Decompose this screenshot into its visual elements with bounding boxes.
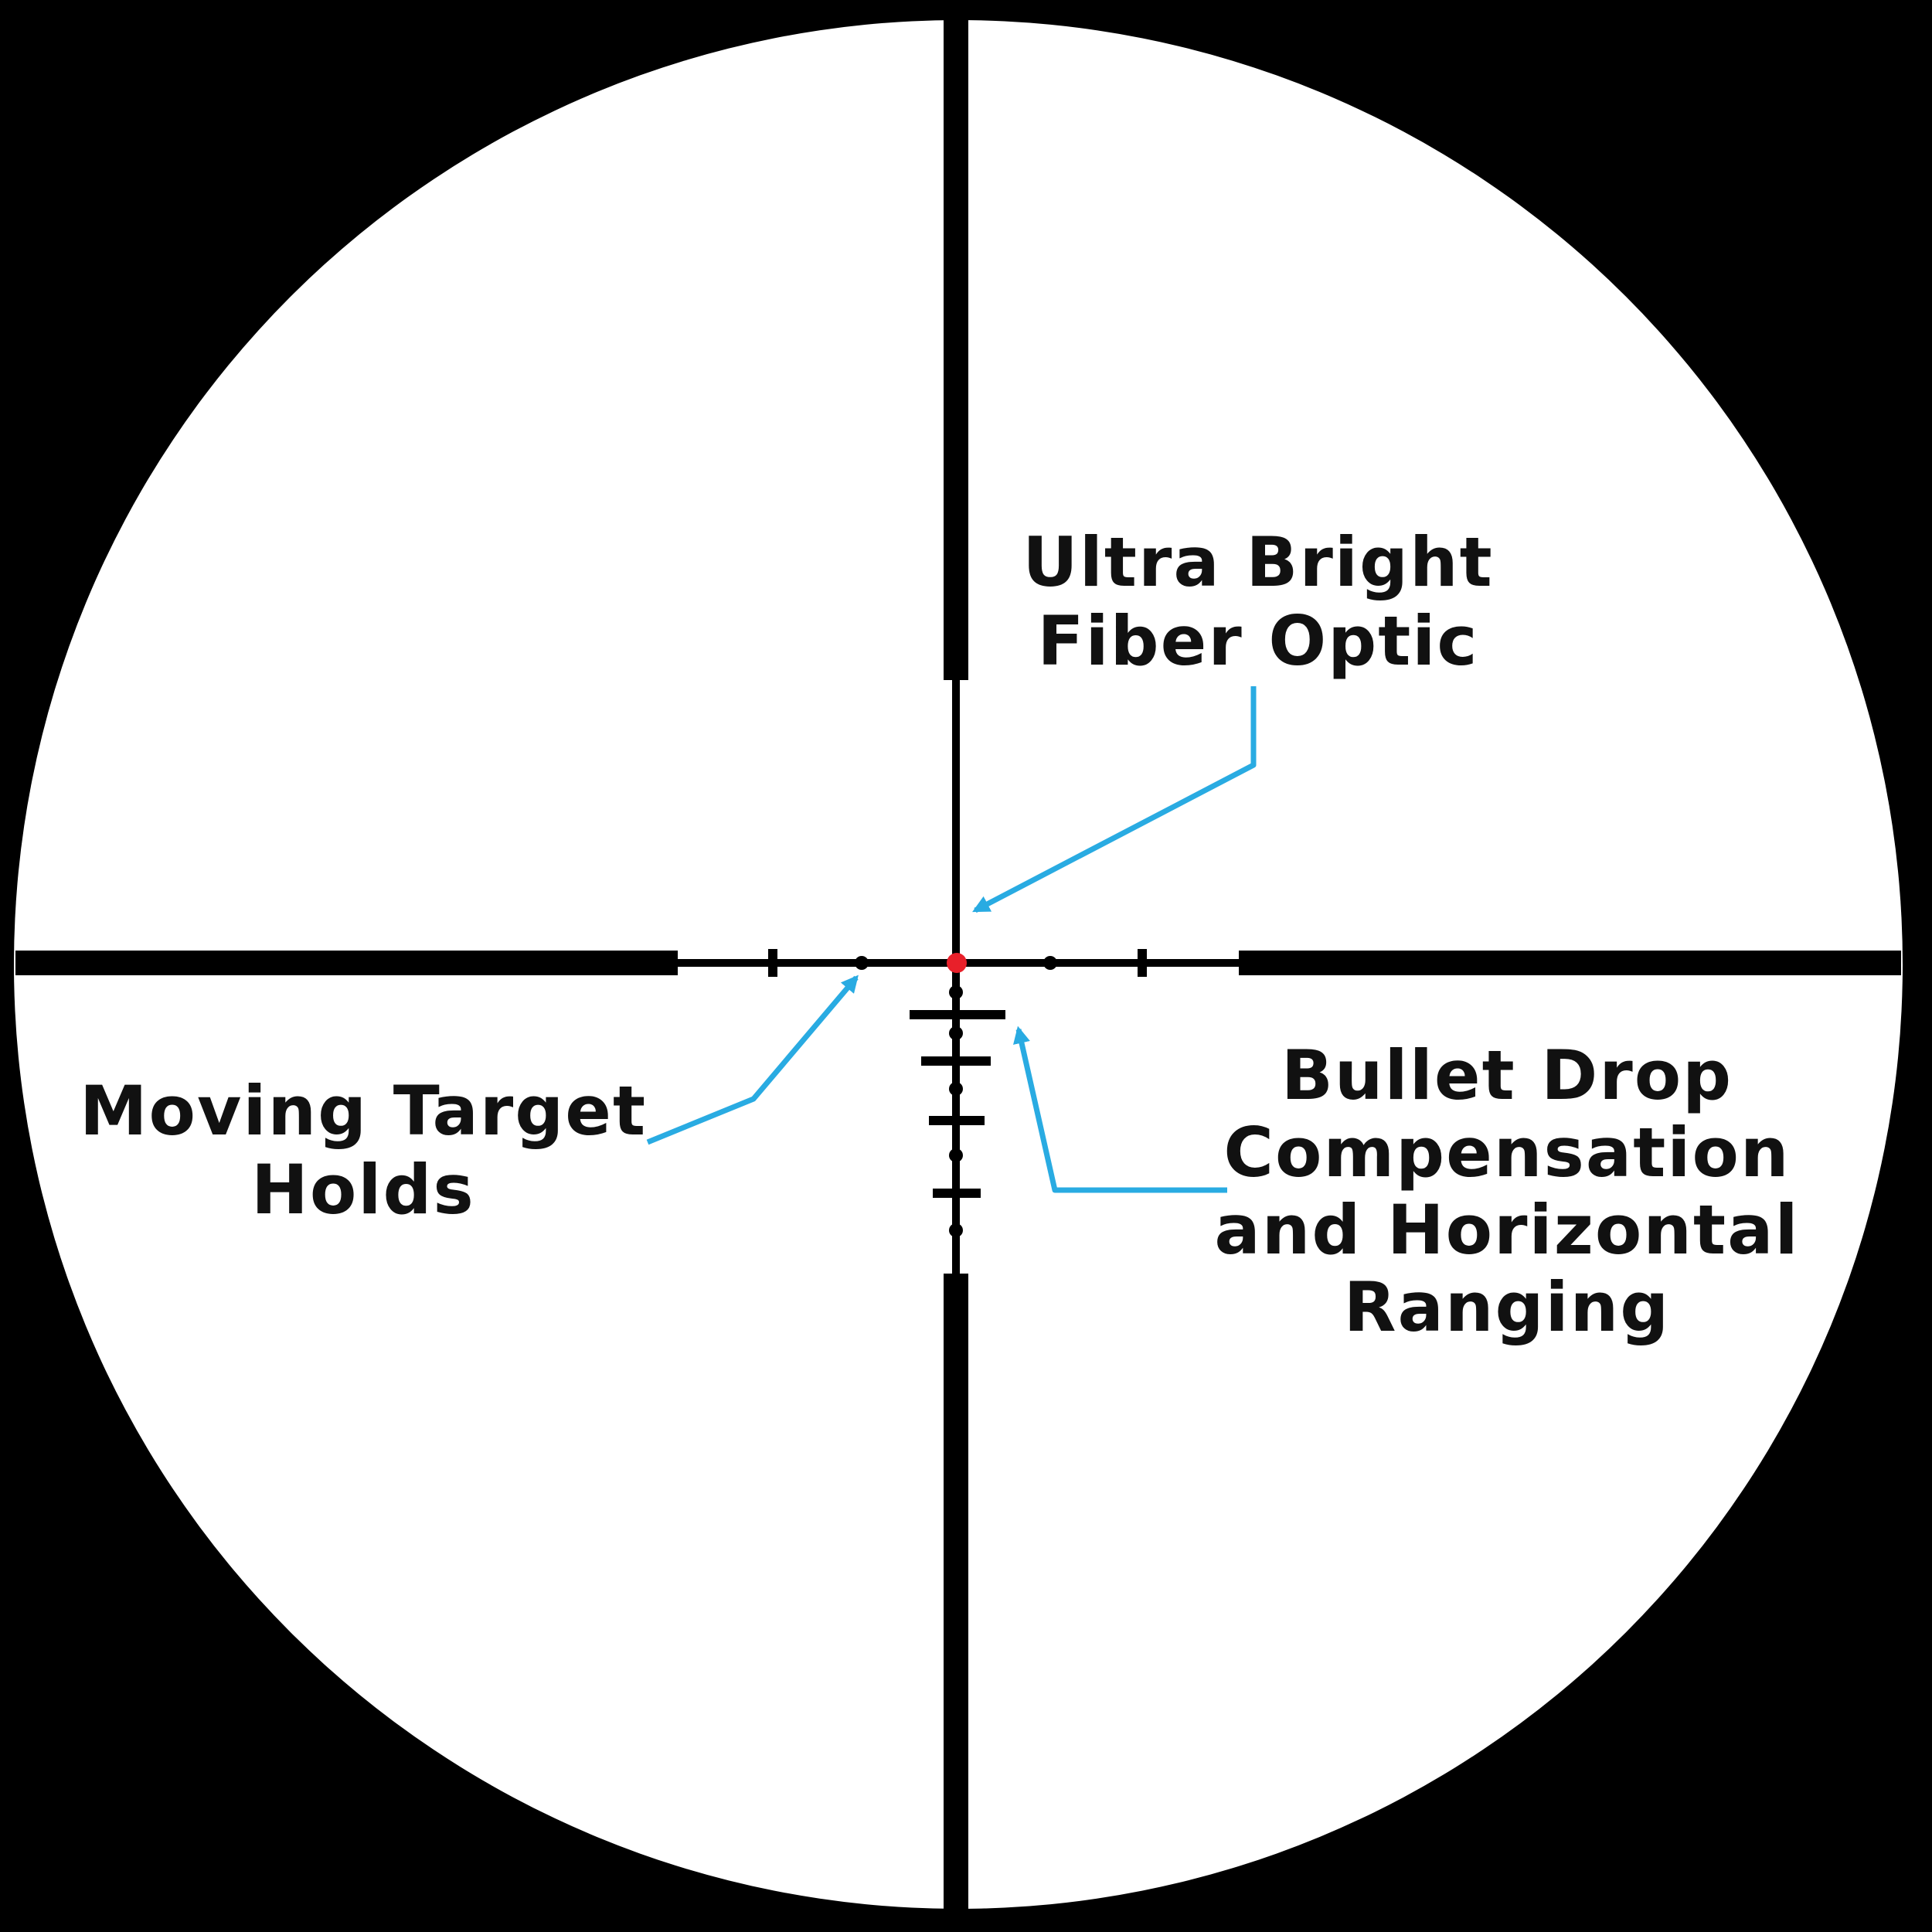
top-post [944,15,968,680]
fiber-optic-dot-icon [947,953,967,973]
reticle-posts [15,15,1901,1915]
bdc-dot-5 [949,1223,963,1237]
bdc-dot-3 [949,1082,963,1096]
hold-dot-left [855,956,869,970]
bullet-drop-label-line4: Ranging [1344,1267,1671,1347]
vertical-thin-wire [952,680,960,1274]
moving-target-label-line1: Moving Target [80,1071,647,1151]
bullet-drop-ladder [910,985,1005,1237]
moving-target-label-line2: Holds [251,1150,475,1230]
hold-dot-right [1043,956,1057,970]
bdc-dot-1 [949,985,963,999]
bullet-drop-label-line2: Compensation [1223,1113,1790,1192]
fiber-optic-label-line2: Fiber Optic [1037,601,1478,681]
moving-target-arrow-icon [646,975,859,1145]
bullet-drop-label-line3: and Horizontal [1214,1190,1799,1270]
bdc-bar-1 [910,1010,1005,1019]
hold-tick-right-outer [1138,949,1147,977]
bdc-bar-3 [929,1116,985,1125]
bullet-drop-callout: Bullet Drop Compensation and Horizontal … [1214,1036,1799,1347]
callout-arrows [646,686,1257,1193]
bdc-bar-4 [933,1189,981,1198]
bdc-bar-2 [921,1056,991,1066]
bdc-dot-4 [949,1148,963,1162]
moving-target-callout: Moving Target Holds [80,1071,647,1230]
bdc-dot-2 [949,1026,963,1040]
hold-tick-left-outer [768,949,777,977]
bullet-drop-arrow-icon [1013,1026,1227,1193]
left-post [15,951,678,975]
fiber-optic-label-line1: Ultra Bright [1022,522,1493,602]
moving-target-hold-marks [768,949,1147,977]
bottom-post [944,1274,968,1915]
fiber-optic-arrow-icon [972,686,1257,913]
right-post [1239,951,1901,975]
fiber-optic-callout: Ultra Bright Fiber Optic [1022,522,1493,681]
bullet-drop-label-line1: Bullet Drop [1281,1036,1733,1115]
